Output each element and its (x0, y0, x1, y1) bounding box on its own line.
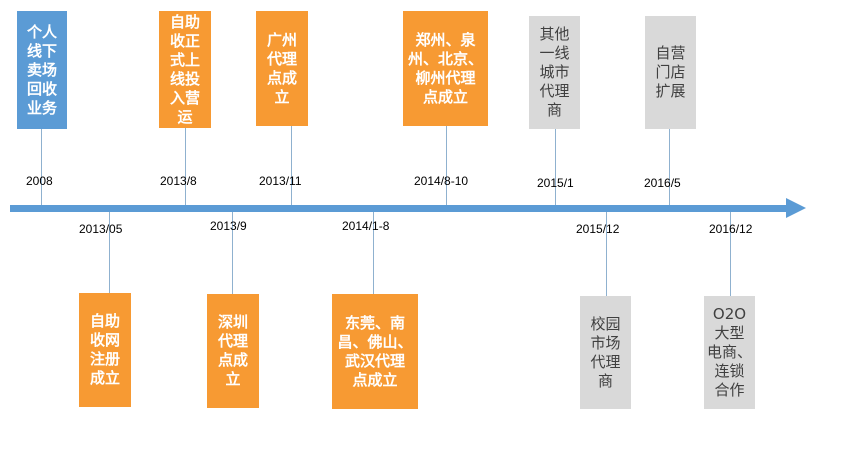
event-box-2013-05: 自助 收网 注册 成立 (79, 293, 131, 407)
connector-2016-5 (669, 129, 670, 205)
event-text: 自助 收网 注册 成立 (89, 312, 120, 387)
connector-2015-12 (606, 212, 607, 296)
event-box-2014-1-8: 东莞、南 昌、佛山、 武汉代理 点成立 (332, 294, 418, 409)
event-text: 个人 线下 卖场 回收 业务 (26, 22, 57, 117)
event-box-2013-9: 深圳 代理 点成 立 (207, 294, 259, 408)
connector-2013-9 (232, 212, 233, 294)
event-date-2013-11: 2013/11 (259, 174, 302, 188)
event-text: O2O 大型 电商、 连锁 合作 (707, 305, 753, 399)
event-text: 自助 收正 式上 线投 入营 运 (169, 12, 200, 126)
connector-2013-11 (291, 126, 292, 205)
event-date-2015-1: 2015/1 (537, 176, 574, 190)
event-box-2015-12: 校园 市场 代理 商 (580, 296, 631, 409)
event-date-2015-12: 2015/12 (576, 222, 620, 236)
timeline-arrow-head (786, 198, 806, 218)
event-text: 深圳 代理 点成 立 (217, 313, 248, 388)
event-text: 郑州、泉 州、北京、 柳州代理 点成立 (407, 30, 483, 106)
event-text: 东莞、南 昌、佛山、 武汉代理 点成立 (337, 313, 413, 389)
event-date-2013-05: 2013/05 (79, 222, 123, 236)
event-box-2008: 个人 线下 卖场 回收 业务 (17, 11, 67, 129)
event-date-2016-5: 2016/5 (644, 176, 681, 190)
connector-2013-8 (185, 128, 186, 205)
event-box-2016-5: 自营 门店 扩展 (645, 16, 696, 129)
event-text: 广州 代理 点成 立 (266, 30, 297, 106)
connector-2015-1 (555, 129, 556, 205)
connector-2013-05 (109, 212, 110, 293)
connector-2014-8-10 (446, 126, 447, 205)
event-date-2013-8: 2013/8 (160, 174, 197, 188)
event-text: 自营 门店 扩展 (655, 44, 686, 100)
connector-2014-1-8 (373, 212, 374, 294)
event-date-2014-1-8: 2014/1-8 (342, 219, 390, 233)
event-date-2013-9: 2013/9 (210, 219, 247, 233)
event-box-2013-8: 自助 收正 式上 线投 入营 运 (159, 11, 211, 128)
event-text: 其他 一线 城市 代理 商 (539, 25, 570, 119)
event-date-2016-12: 2016/12 (709, 222, 753, 236)
event-box-2013-11: 广州 代理 点成 立 (256, 11, 308, 126)
event-text: 校园 市场 代理 商 (590, 314, 621, 390)
connector-2016-12 (730, 212, 731, 296)
event-box-2016-12: O2O 大型 电商、 连锁 合作 (704, 296, 755, 409)
timeline-axis (10, 205, 788, 212)
event-box-2015-1: 其他 一线 城市 代理 商 (529, 16, 580, 129)
event-date-2014-8-10: 2014/8-10 (414, 174, 469, 188)
event-date-2008: 2008 (26, 174, 53, 188)
event-box-2014-8-10: 郑州、泉 州、北京、 柳州代理 点成立 (403, 11, 488, 126)
connector-2008 (41, 129, 42, 205)
